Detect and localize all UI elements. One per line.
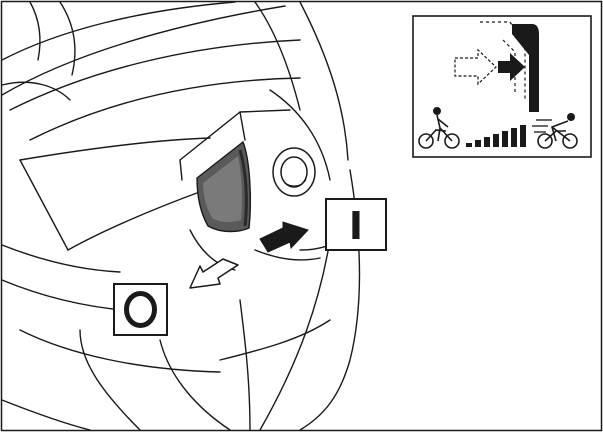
off-symbol-box (114, 284, 167, 335)
on-symbol-box: I (326, 199, 386, 250)
inset-panel (413, 16, 591, 157)
on-symbol-label: I (349, 204, 363, 248)
